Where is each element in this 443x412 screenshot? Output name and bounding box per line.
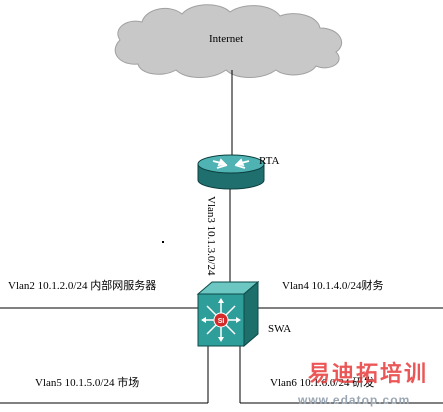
vlan2-label: Vlan2 10.1.2.0/24 内部网服务器 [8,280,157,292]
vlan6-label: Vlan6 10.1.6.0/24 研发 [270,377,375,389]
vlan4-label: Vlan4 10.1.4.0/24财务 [282,280,384,292]
switch-label: SWA [268,323,292,335]
internet-cloud-icon [114,4,342,78]
watermark-url: www.edatop.com [298,393,411,407]
switch-badge: SI [218,318,225,325]
router-icon [197,154,265,190]
watermark-logo-text: 易迪拓培训 [308,362,429,387]
switch-icon: SI [196,280,260,348]
router-label: RTA [259,155,280,167]
vlan3-link-label: Vlan3 10.1.3.0/24 [205,196,217,276]
tick-mark [162,241,164,243]
internet-label: Internet [209,33,244,45]
vlan5-label: Vlan5 10.1.5.0/24 市场 [35,377,140,389]
